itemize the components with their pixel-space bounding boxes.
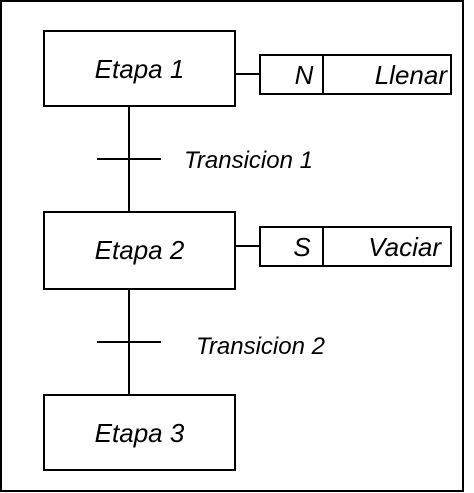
- step-2-label: Etapa 2: [95, 235, 185, 265]
- diagram-border: [0, 0, 464, 492]
- action-2-name: Vaciar: [368, 232, 442, 262]
- action-1-box: [259, 54, 452, 95]
- action-2-qualifier: S: [293, 232, 311, 262]
- transition-2-label: Transicion 2: [196, 333, 325, 360]
- action-1-name: Llenar: [375, 60, 449, 90]
- transition-1-label: Transicion 1: [184, 147, 313, 174]
- step-3-box: [43, 394, 236, 471]
- step-1-label: Etapa 1: [95, 54, 185, 84]
- action-1-qualifier: N: [295, 60, 314, 90]
- step-3-label: Etapa 3: [95, 418, 185, 448]
- step-1-box: [43, 30, 236, 107]
- step-2-box: [43, 211, 236, 290]
- action-2-box: [259, 226, 452, 267]
